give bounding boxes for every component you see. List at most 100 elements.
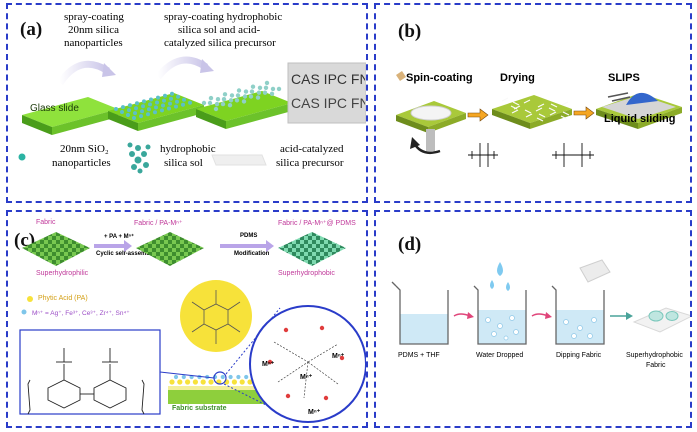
chem-structure-1 [468,143,498,167]
step1-text-3: nanoparticles [64,37,123,49]
slips-substrate-front [596,109,638,129]
nanoparticle [160,108,164,113]
phosphate-groups [267,325,345,401]
arrow2-bottom-text: Modification [234,251,270,257]
metal-ion-label-4: Mⁿ⁺ [308,409,321,416]
pa-particle [231,379,237,385]
nanoparticle [133,111,137,116]
metal-ion-particle [228,374,233,380]
slips-substrate-side [638,107,682,129]
pa-particle [239,379,245,385]
panel-c: (c) Fabric Fabric / PA-Mⁿ⁺ Fabric / PA-M… [6,210,368,428]
sol-particle [221,97,227,102]
sol-particle [257,85,263,91]
panel-b-illustration [396,71,682,167]
nanoparticle [155,100,159,105]
sol-legend-text-2: silica sol [164,157,203,169]
arrow1-bottom-text: Cyclic self-assembly [96,251,156,257]
nanoparticle [182,97,186,102]
step4-label-1: Superhydrophobic [626,352,683,359]
fiber [535,107,543,112]
spin-substrate-side [428,113,466,133]
fabric-title-2: Fabric / PA-Mⁿ⁺ [134,220,183,227]
sol-particle [249,89,255,94]
panel-d: (d) [374,210,692,428]
nanoparticle-layer [114,91,192,120]
nanoparticle [134,106,138,111]
process-arrow-2 [573,106,595,120]
nanoparticle [156,95,160,100]
beaker-1-liquid [400,314,448,344]
fiber [524,109,532,114]
nanoparticle [139,114,143,119]
nanoparticle [140,109,144,114]
nanoparticle [141,104,145,109]
fiber [523,99,531,104]
nanoparticle [176,94,180,99]
precursor-legend-icon [211,154,267,166]
sol-particle [276,86,282,92]
step2-label: Water Dropped [476,352,524,359]
sol-particle [227,103,233,108]
fabric-swatch-2 [136,232,204,266]
precursor-legend-text-1: acid-catalyzed [280,143,344,155]
coated-slide-side [138,105,204,131]
pa-molecule-structure [191,290,241,344]
metal-ion-label-3: Mⁿ⁺ [332,353,345,360]
nanoparticle [142,99,146,104]
curved-arrow-2 [155,56,208,80]
chem-structure-2 [552,143,594,167]
sol-slide-top [196,91,292,121]
dry-substrate-side [530,109,572,129]
fiber [511,109,519,114]
step1-text-2: 20nm silica [68,24,120,36]
water-bead-1 [648,310,664,322]
drying-label: Drying [500,72,535,84]
nanoparticle [128,103,132,108]
process-arrow-c2 [220,240,274,252]
arrow1-top-text: + PA + Mⁿ⁺ [104,234,135,240]
water-bead-2 [665,311,679,321]
sio2-legend-text-2: nanoparticles [52,157,111,169]
nanoparticle [126,113,130,117]
panel-b-label: (b) [398,21,422,42]
fiber [501,97,509,102]
nanoparticle [148,102,152,107]
beaker-3 [551,285,605,345]
liquid-sliding-label: Liquid sliding [604,113,676,125]
nanoparticle [169,96,173,101]
beaker-1 [395,285,449,345]
pa-legend-text: Phytic Acid (PA) [38,295,88,302]
fabric-swatch-1 [22,232,90,266]
spin-substrate-front [396,115,428,133]
sol-particle [242,94,248,99]
sol-particle [229,93,235,98]
fiber [562,111,570,116]
chem-structure-box [19,329,161,415]
water-drop-icon-2 [490,280,494,289]
curved-arrow-2-head [200,59,214,73]
metal-ion-particle [181,374,186,380]
pa-particle [185,379,191,385]
sio2-legend-text-1: 20nm SiO₂ [60,143,109,155]
sliding-droplet [626,92,658,105]
fabric-title-3: Fabric / PA-Mⁿ⁺@ PDMS [278,220,356,227]
sol-particle [213,106,219,112]
pa-legend-icon [27,296,33,302]
sol-particle [262,90,268,95]
glass-slide-front [22,115,52,135]
step2-text-2: silica sol and acid- [178,24,261,36]
sol-slide-side [226,103,292,129]
sol-particle [243,89,249,94]
substrate-label: Fabric substrate [172,405,227,412]
nanoparticle [153,110,157,115]
nanoparticle [132,116,136,120]
fiber [537,103,545,108]
nanoparticle [188,100,192,105]
pa-particle [192,379,198,385]
fabric-substrate [168,390,278,404]
sol-particle [250,84,256,89]
fiber [510,105,518,110]
glass-slide-side [52,109,118,135]
spin-droplet [410,105,452,121]
